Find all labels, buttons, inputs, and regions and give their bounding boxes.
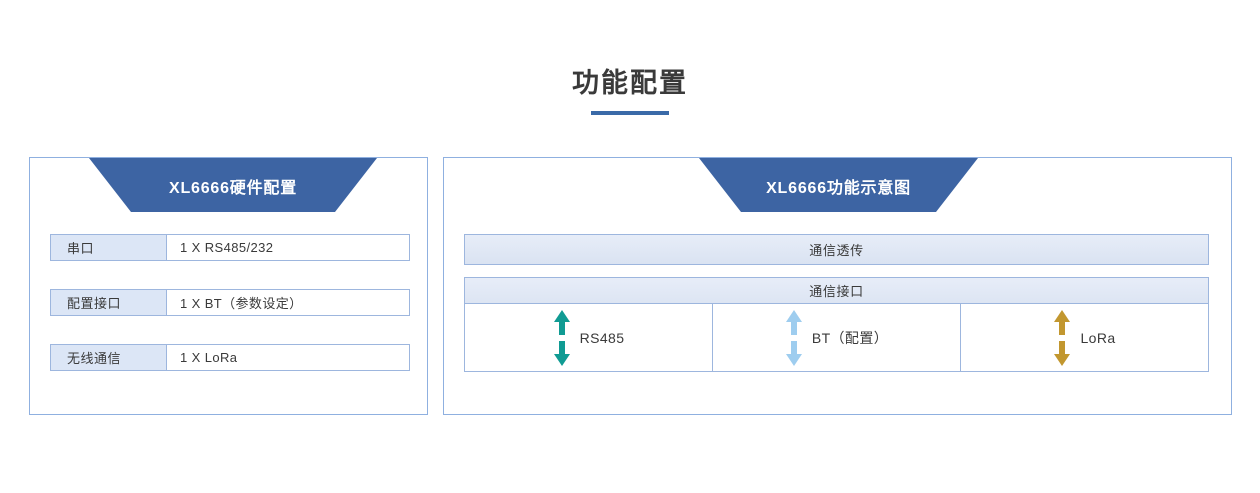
hardware-panel-banner: XL6666硬件配置 [89,158,377,212]
function-panel-title: XL6666功能示意图 [766,180,911,197]
title-underline [591,111,669,115]
spec-row-config-interface: 配置接口 1 X BT（参数设定） [50,289,410,316]
hardware-panel-title: XL6666硬件配置 [168,180,298,197]
spec-label-config-interface: 配置接口 [50,289,167,316]
hardware-spec-list: 串口 1 X RS485/232 配置接口 1 X BT（参数设定） 无线通信 … [50,234,410,371]
interface-cell-bt: BT（配置） [712,304,960,371]
bidirectional-arrow-icon [553,309,570,366]
interface-columns: RS485 BT（配置） LoRa [465,304,1208,371]
spec-row-serial: 串口 1 X RS485/232 [50,234,410,261]
interface-label-bt: BT（配置） [811,329,889,346]
function-panel-banner: XL6666功能示意图 [699,158,978,212]
page-title: 功能配置 [572,68,688,98]
function-diagram-panel: XL6666功能示意图 通信透传 通信接口 RS485 [443,157,1232,415]
spec-label-serial: 串口 [50,234,167,261]
interface-cell-rs485: RS485 [465,304,712,371]
spec-row-wireless: 无线通信 1 X LoRa [50,344,410,371]
page-title-block: 功能配置 [0,66,1260,115]
interface-label-rs485: RS485 [579,329,625,346]
passthrough-bar: 通信透传 [464,234,1209,265]
interface-block: 通信接口 RS485 BT（配置） [464,277,1209,372]
spec-value-config-interface: 1 X BT（参数设定） [167,289,410,316]
bidirectional-arrow-icon [785,309,802,366]
interface-cell-lora: LoRa [960,304,1208,371]
function-diagram: 通信透传 通信接口 RS485 BT（配置） [464,234,1209,372]
interface-block-header: 通信接口 [465,278,1208,304]
interface-label-lora: LoRa [1080,329,1116,346]
spec-label-wireless: 无线通信 [50,344,167,371]
hardware-config-panel: XL6666硬件配置 串口 1 X RS485/232 配置接口 1 X BT（… [29,157,428,415]
bidirectional-arrow-icon [1054,309,1071,366]
spec-value-wireless: 1 X LoRa [167,344,410,371]
spec-value-serial: 1 X RS485/232 [167,234,410,261]
